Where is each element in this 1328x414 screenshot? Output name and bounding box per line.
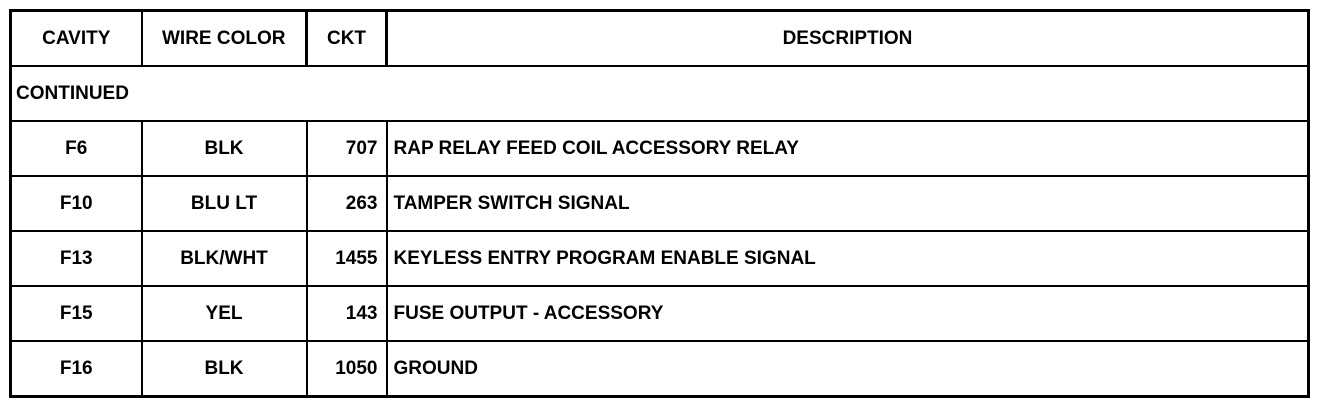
header-ckt: CKT: [305, 9, 388, 67]
cell-ckt: 263: [305, 175, 388, 232]
cell-cavity: F6: [9, 120, 143, 177]
header-row: CAVITY WIRE COLOR CKT DESCRIPTION: [9, 9, 1310, 67]
cell-wire-color: BLK/WHT: [140, 230, 308, 287]
header-wire-color: WIRE COLOR: [140, 9, 308, 67]
cell-description: GROUND: [385, 340, 1310, 398]
cell-ckt: 707: [305, 120, 388, 177]
cell-ckt: 143: [305, 285, 388, 342]
header-description: DESCRIPTION: [385, 9, 1310, 67]
section-row: CONTINUED: [9, 65, 1310, 122]
table-row: F13 BLK/WHT 1455 KEYLESS ENTRY PROGRAM E…: [9, 230, 1310, 287]
cell-cavity: F10: [9, 175, 143, 232]
cell-description: TAMPER SWITCH SIGNAL: [385, 175, 1310, 232]
cell-cavity: F13: [9, 230, 143, 287]
cell-wire-color: BLK: [140, 120, 308, 177]
cell-cavity: F16: [9, 340, 143, 398]
table-row: F6 BLK 707 RAP RELAY FEED COIL ACCESSORY…: [9, 120, 1310, 177]
cell-description: KEYLESS ENTRY PROGRAM ENABLE SIGNAL: [385, 230, 1310, 287]
table-row: F15 YEL 143 FUSE OUTPUT - ACCESSORY: [9, 285, 1310, 342]
cell-description: FUSE OUTPUT - ACCESSORY: [385, 285, 1310, 342]
cell-description: RAP RELAY FEED COIL ACCESSORY RELAY: [385, 120, 1310, 177]
cell-wire-color: BLU LT: [140, 175, 308, 232]
cell-ckt: 1050: [305, 340, 388, 398]
table-row: F10 BLU LT 263 TAMPER SWITCH SIGNAL: [9, 175, 1310, 232]
cell-cavity: F15: [9, 285, 143, 342]
cell-wire-color: YEL: [140, 285, 308, 342]
cell-wire-color: BLK: [140, 340, 308, 398]
cell-ckt: 1455: [305, 230, 388, 287]
table-row: F16 BLK 1050 GROUND: [9, 340, 1310, 398]
connector-pinout-table: CAVITY WIRE COLOR CKT DESCRIPTION CONTIN…: [9, 9, 1310, 398]
header-cavity: CAVITY: [9, 9, 143, 67]
section-label: CONTINUED: [9, 65, 1310, 122]
